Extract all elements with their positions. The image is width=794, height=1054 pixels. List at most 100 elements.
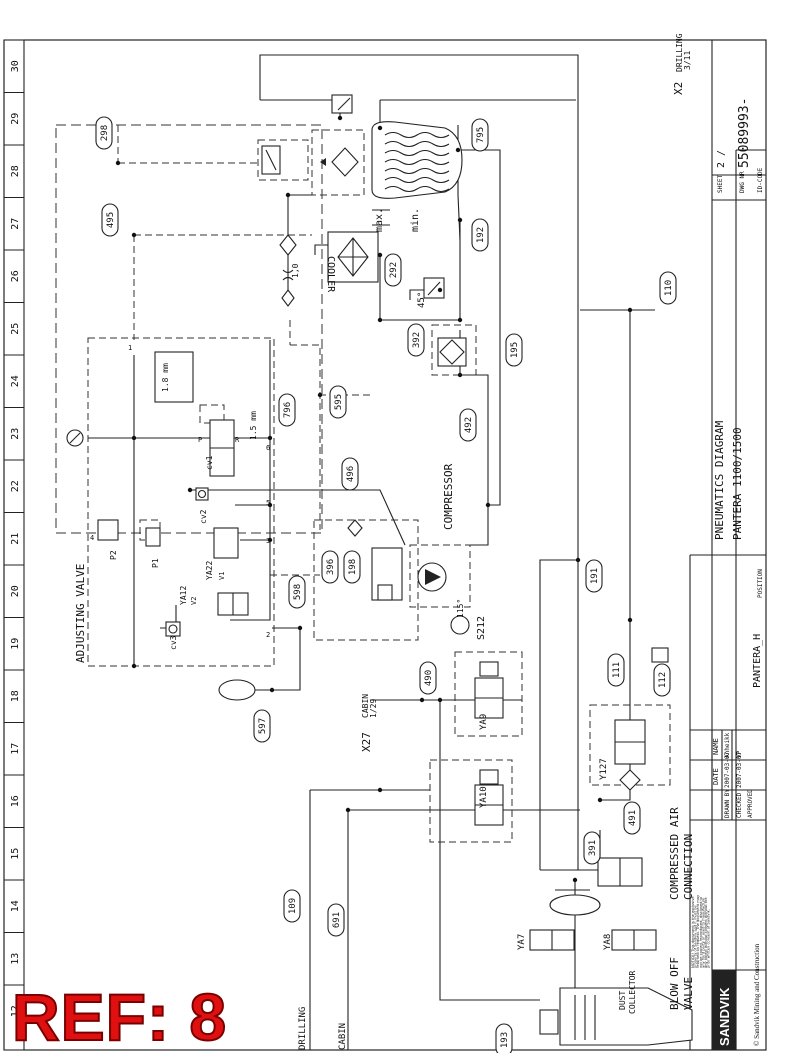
y127-label: Y127 <box>599 758 609 780</box>
svg-text:193: 193 <box>500 1032 510 1048</box>
separator-tank <box>371 121 463 226</box>
notice-line: NOTICE! This document is the exclusive <box>691 896 695 968</box>
s212-label: S212 <box>476 616 487 640</box>
svg-text:595: 595 <box>334 394 344 410</box>
blow-off-label-2: VALVE <box>682 977 695 1010</box>
min-label: min. <box>410 208 421 232</box>
svg-text:598: 598 <box>293 584 303 600</box>
115-label: 115° <box>456 599 465 618</box>
dust-collector-label-1: DUST <box>618 991 627 1010</box>
drilling-bottom-label: DRILLING <box>298 1007 308 1050</box>
tag-112: 112 <box>653 663 671 697</box>
ruler-number: 28 <box>10 165 21 177</box>
tag-195: 195 <box>505 333 523 367</box>
junction-dot <box>627 617 633 623</box>
notice-line: returned on request. The document may <box>696 894 700 968</box>
sandvik-logo-box <box>712 970 736 1050</box>
ya9-label: YA9 <box>479 714 489 730</box>
ya10-box <box>429 759 513 843</box>
adjusting-valve-box <box>87 337 275 667</box>
junction-dot <box>457 372 463 378</box>
compressor-label: COMPRESSOR <box>442 463 455 530</box>
tag-795: 795 <box>471 118 489 152</box>
min-pressure-box <box>257 139 309 181</box>
v2-label: V2 <box>190 597 198 605</box>
drawn-by: DRAWN BY <box>724 789 731 818</box>
svg-text:495: 495 <box>106 212 116 228</box>
checked-name: VP <box>736 750 743 758</box>
r10-label: 1,0 <box>291 263 300 278</box>
tag-491: 491 <box>623 801 641 835</box>
outer-control-box <box>55 124 323 534</box>
tag-298: 298 <box>95 116 113 150</box>
port2-label: 2 <box>266 631 270 639</box>
tag-490: 490 <box>419 661 437 695</box>
notice-line: any third party or used to manufacture <box>701 897 705 968</box>
svg-text:391: 391 <box>588 840 598 856</box>
junction-dot <box>267 502 273 508</box>
approved: APPROVED <box>747 789 754 818</box>
junction-dot <box>267 435 273 441</box>
ya9-box <box>454 651 523 737</box>
junction-dot <box>345 807 351 813</box>
svg-text:298: 298 <box>100 125 110 141</box>
tag-198: 198 <box>343 550 361 584</box>
svg-text:111: 111 <box>612 662 622 678</box>
sandvik-brand: SANDVIK <box>717 987 732 1046</box>
ruler-number: 19 <box>10 638 21 650</box>
dust-collector-label-2: COLLECTOR <box>628 970 637 1014</box>
blow-off-label-1: BLOW OFF <box>668 957 681 1010</box>
compressed-air-label-1: COMPRESSED AIR <box>668 807 681 900</box>
mm15-label: 1.5 mm <box>249 411 258 440</box>
checked: CHECKED <box>736 792 743 818</box>
drawing-border <box>23 39 767 1051</box>
junction-dot <box>337 115 343 121</box>
separator-box <box>311 129 365 196</box>
notice-line: property of Sandvik and it must be <box>694 905 698 968</box>
tag-192: 192 <box>471 218 489 252</box>
ya12-label: YA12 <box>179 586 188 605</box>
tag-109: 109 <box>283 889 301 923</box>
ruler-number: 25 <box>10 323 21 335</box>
name-head: NAME <box>712 738 720 755</box>
x2-drilling-label: DRILLING <box>675 33 684 72</box>
svg-text:109: 109 <box>288 898 298 914</box>
checked-date: 2007-03-07 <box>736 751 743 788</box>
ruler-number: 21 <box>10 533 21 545</box>
junction-dot <box>455 147 461 153</box>
svg-text:496: 496 <box>346 466 356 482</box>
junction-dot <box>269 687 275 693</box>
title-line-1: PNEUMATICS DIAGRAM <box>713 420 726 540</box>
date-head: DATE <box>712 768 720 785</box>
svg-text:191: 191 <box>590 568 600 584</box>
svg-text:796: 796 <box>283 402 293 418</box>
compressor-inlet-box <box>313 519 419 641</box>
cv3-label: cv3 <box>169 635 178 650</box>
svg-text:112: 112 <box>658 672 668 688</box>
junction-dots <box>115 115 633 883</box>
svg-text:795: 795 <box>476 127 486 143</box>
sheet-label: SHEET <box>717 175 724 193</box>
p2-label: P2 <box>109 550 118 560</box>
ruler-number: 22 <box>10 480 21 492</box>
max-label: max. <box>374 208 385 232</box>
svg-text:396: 396 <box>326 559 336 575</box>
ruler-number: 16 <box>10 795 21 807</box>
port3-label: 3 <box>266 537 270 545</box>
svg-text:110: 110 <box>664 280 674 296</box>
junction-dot <box>457 317 463 323</box>
tag-111: 111 <box>607 653 625 687</box>
tag-391: 391 <box>583 831 601 865</box>
ruler-number: 29 <box>10 113 21 125</box>
cv1-label: cv1 <box>205 455 214 470</box>
adjusting-valve-label: ADJUSTING VALVE <box>74 564 87 663</box>
junction-dot <box>267 537 273 543</box>
tag-191: 191 <box>585 559 603 593</box>
svg-text:490: 490 <box>424 670 434 686</box>
notice-line: prior written consent of Sandvik. <box>707 909 711 968</box>
tag-193: 193 <box>495 1023 513 1053</box>
junction-dot <box>575 557 581 563</box>
tag-392: 392 <box>407 323 425 357</box>
